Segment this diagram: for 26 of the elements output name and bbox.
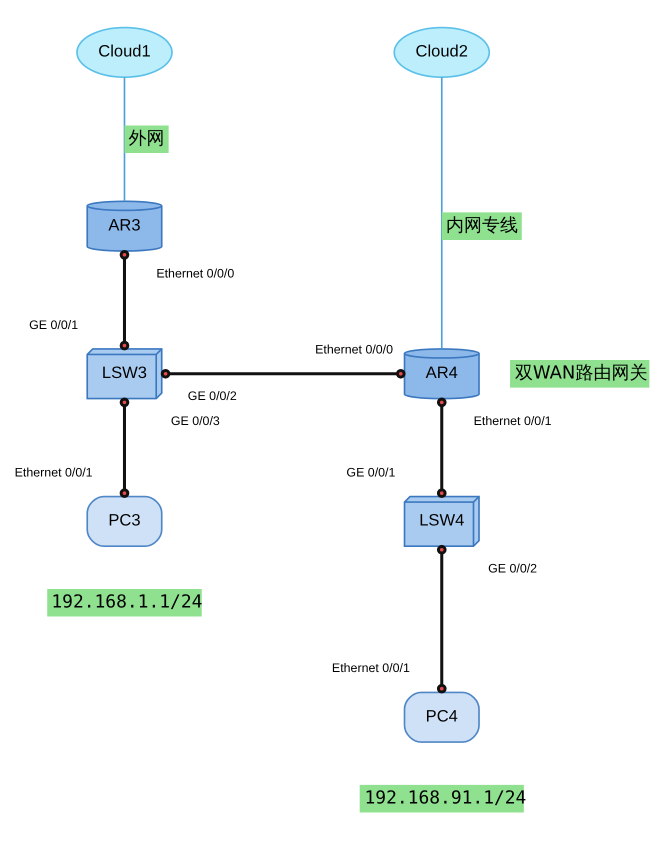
label: Ethernet 0/0/1 [474, 414, 552, 428]
label: Ethernet 0/0/0 [315, 342, 394, 356]
connector [120, 398, 130, 498]
edge-label: 外网 [128, 128, 165, 149]
node-label: 192.168.91.1/24 [364, 787, 526, 808]
label: Ethernet 0/0/0 [156, 266, 234, 281]
node-label: 双WAN路由网关 [514, 362, 648, 384]
connector [124, 78, 126, 202]
edge-label: 内网专线 [446, 214, 518, 236]
label: GE 0/0/2 [488, 561, 538, 576]
connector [160, 368, 406, 379]
node-box: PC4 [404, 692, 480, 743]
label: GE 0/0/1 [29, 318, 78, 332]
label: Ethernet 0/0/1 [332, 661, 410, 676]
label: GE 0/0/3 [170, 414, 220, 428]
connector [440, 77, 443, 349]
node-ellipse: Cloud1 [76, 26, 173, 78]
label: Ethernet 0/0/1 [14, 466, 93, 480]
node-ellipse: Cloud2 [393, 26, 490, 78]
connector [436, 398, 447, 498]
node-box: PC3 [86, 496, 163, 548]
connector [120, 250, 130, 350]
node-label: 192.168.1.1/24 [51, 591, 202, 612]
connector [436, 544, 447, 694]
label: GE 0/0/2 [188, 389, 237, 404]
label: GE 0/0/1 [346, 466, 396, 480]
